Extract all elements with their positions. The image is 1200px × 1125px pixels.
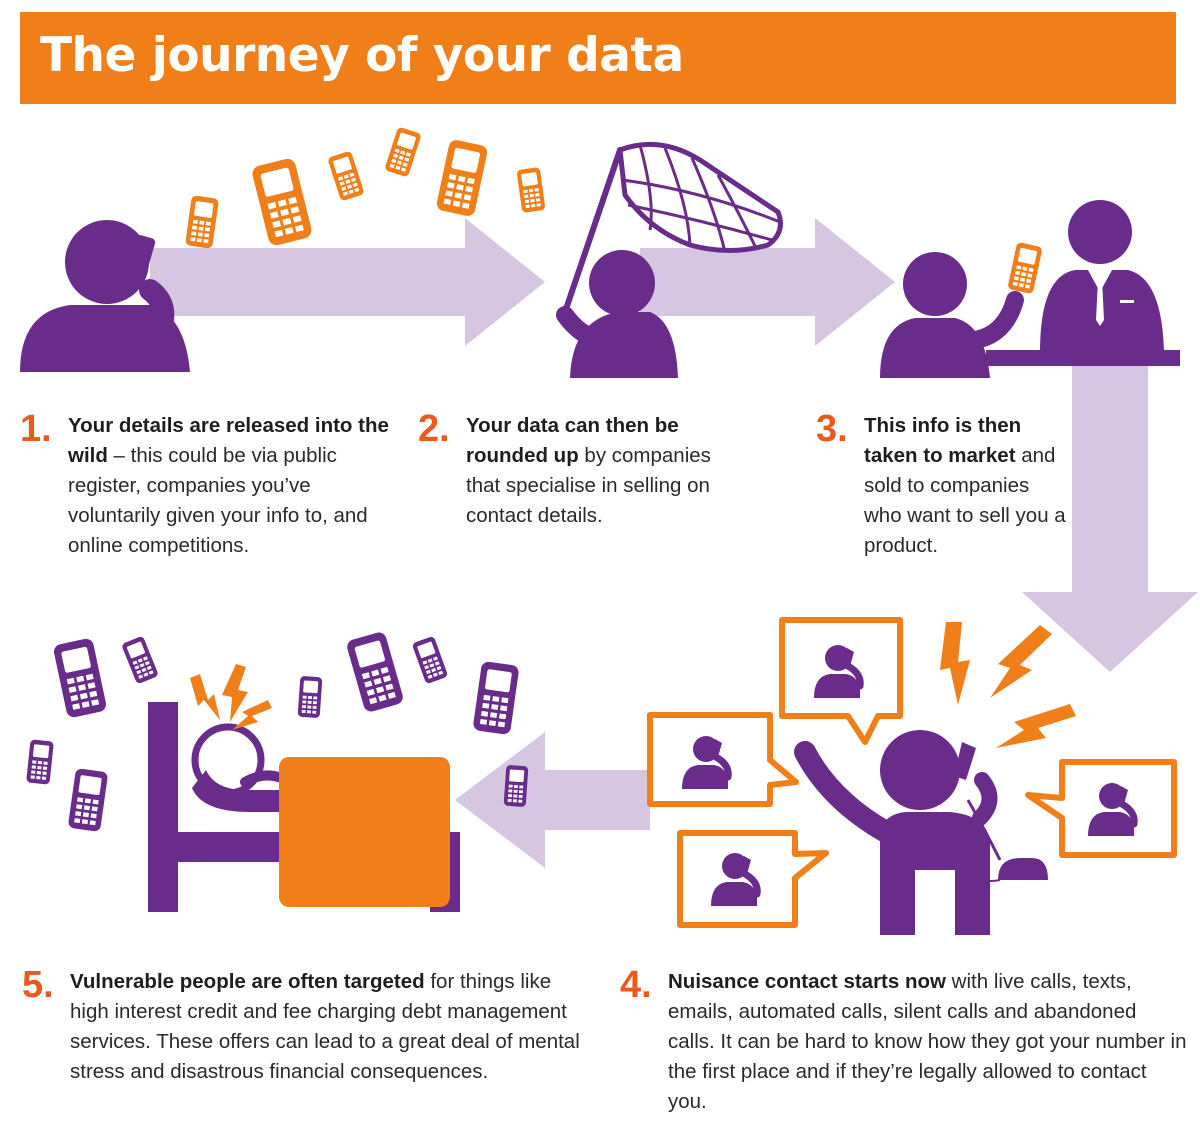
- mobile-phone-icon: [327, 150, 365, 202]
- mobile-phone-icon: [516, 166, 546, 214]
- step-4: 4. Nuisance contact starts now with live…: [620, 964, 1188, 1117]
- mobile-phone-icon: [297, 675, 323, 719]
- duvet: [279, 757, 450, 907]
- mobile-phone-icon: [472, 660, 520, 736]
- person-on-phone-icon: [20, 220, 190, 372]
- step-text: and sold to companies who want to sell y…: [864, 444, 1066, 557]
- speech-bubble-icon: [1025, 759, 1177, 858]
- step-number: 5.: [22, 964, 54, 1006]
- step-heading: Vulnerable people are often targeted: [70, 970, 425, 993]
- step-text: with live calls, texts, emails, automate…: [668, 970, 1187, 1113]
- lightning-icon: [990, 625, 1052, 698]
- step-heading: Your data can then be rounded up: [466, 414, 679, 467]
- flow-arrow: [1022, 355, 1198, 672]
- step-5: 5. Vulnerable people are often targeted …: [22, 964, 592, 1087]
- desk-phone-icon: [969, 858, 1048, 882]
- mobile-phone-icon: [345, 630, 405, 714]
- lightning-icon: [232, 700, 272, 730]
- step-number: 3.: [816, 408, 848, 450]
- mobile-phone-icon: [384, 126, 422, 178]
- step-heading: This info is then taken to market: [864, 414, 1022, 467]
- step-heading: Your details are released into the wild: [68, 414, 389, 467]
- step-1: 1. Your details are released into the wi…: [20, 408, 400, 561]
- step-text: for things like high interest credit and…: [70, 970, 580, 1083]
- flow-arrow: [150, 218, 545, 346]
- lightning-icon: [222, 664, 248, 722]
- lightning-icon: [940, 622, 970, 705]
- mobile-phone-icon: [67, 768, 109, 832]
- mobile-phone-icon: [184, 195, 220, 249]
- mobile-phone-icon: [435, 138, 489, 218]
- mobile-phone-icon: [121, 635, 159, 685]
- lightning-icon: [996, 704, 1076, 748]
- title-banner: The journey of your data: [20, 12, 1176, 104]
- stressed-person-icon: [794, 730, 1002, 935]
- mobile-phone-icon: [250, 157, 314, 247]
- flow-arrow: [455, 732, 650, 868]
- step-text: – this could be via public register, com…: [68, 444, 368, 557]
- lightning-icon: [190, 674, 220, 720]
- mobile-phone-icon: [52, 637, 108, 719]
- step-heading: Nuisance contact starts now: [668, 970, 946, 993]
- step-number: 2.: [418, 408, 450, 450]
- page-title: The journey of your data: [40, 28, 684, 83]
- step-3: 3. This info is then taken to market and…: [816, 408, 1066, 561]
- butterfly-net-icon: [556, 141, 783, 378]
- step-2: 2. Your data can then be rounded up by c…: [418, 408, 718, 531]
- step-number: 1.: [20, 408, 52, 450]
- mobile-phone-icon: [411, 635, 449, 685]
- mobile-phone-icon: [26, 739, 54, 785]
- step-number: 4.: [620, 964, 652, 1006]
- step-text: by companies that specialise in selling …: [466, 444, 711, 527]
- salesperson-icon: [880, 200, 1180, 378]
- mobile-phone-icon: [503, 764, 529, 808]
